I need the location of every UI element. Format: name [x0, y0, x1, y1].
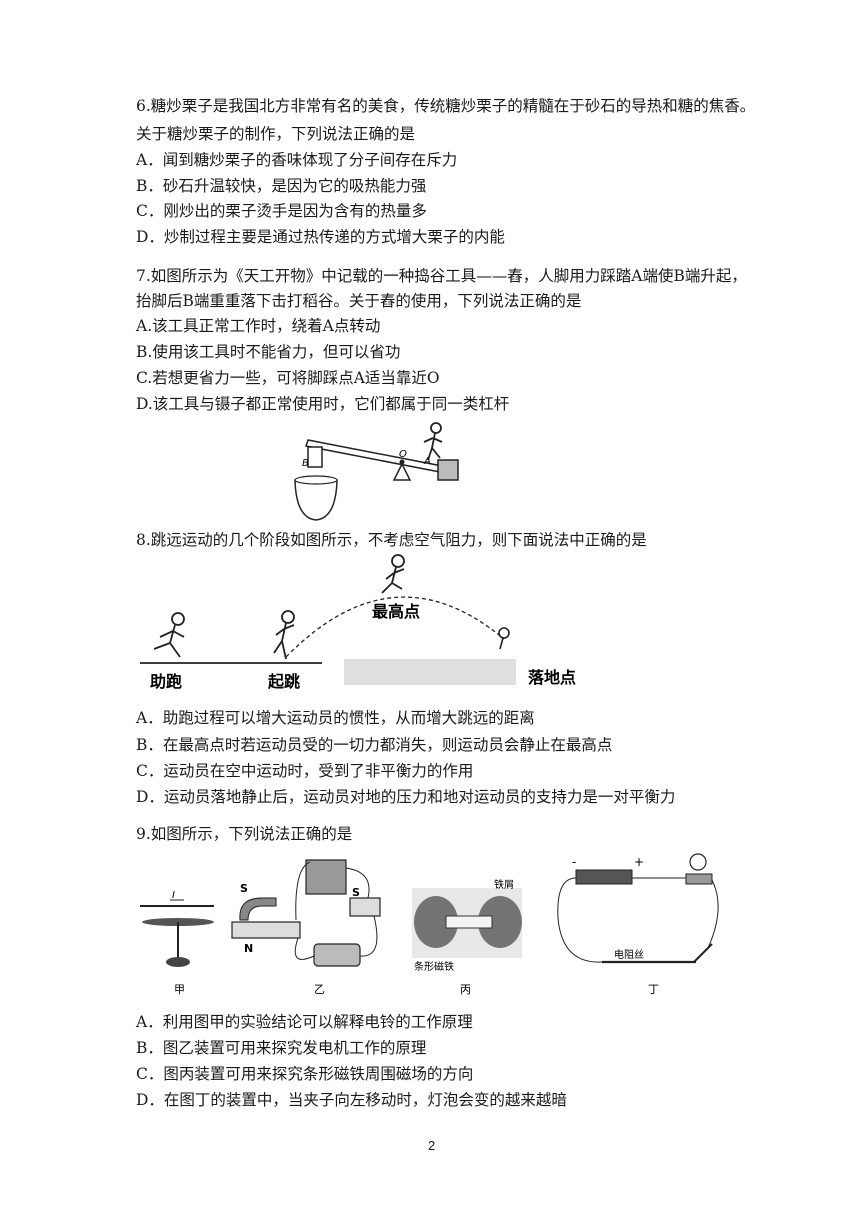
label-wire: 电阻丝	[614, 948, 644, 961]
yi-wires	[294, 861, 378, 960]
fulcrum	[392, 462, 412, 481]
clip	[693, 943, 713, 963]
switch	[349, 897, 381, 917]
label-iron: 铁屑	[494, 878, 514, 891]
q9-four-panel-figure: I 甲 S N S 乙 铁屑 条形磁铁 丙	[140, 853, 719, 996]
ding-wires	[557, 877, 719, 963]
q8-option-a: A．助跑过程可以增大运动员的惯性，从而增大跳远的距离	[136, 709, 535, 727]
battery-box	[305, 859, 347, 895]
landing-figure	[498, 627, 510, 650]
label-switch-s: S	[352, 886, 360, 899]
q9-stem: 9.如图所示，下列说法正确的是	[136, 825, 353, 843]
q6-option-c: C．刚炒出的栗子烫手是因为含有的热量多	[136, 202, 427, 220]
label-magnet: 条形磁铁	[414, 960, 454, 973]
pestle-head	[307, 446, 323, 468]
filings-right-pole	[478, 896, 522, 948]
ding-battery	[575, 869, 633, 885]
label-plus: +	[634, 855, 644, 869]
q7-stem-line2: 抬脚后B端重重落下击打稻谷。关于舂的使用，下列说法正确的是	[136, 292, 582, 310]
person-stick-figure	[423, 422, 443, 461]
q9-option-c: C．图丙装置可用来探究条形磁铁周围磁场的方向	[136, 1065, 474, 1083]
apex-figure	[381, 554, 405, 594]
takeoff-figure	[273, 610, 295, 660]
q7-option-b: B.使用该工具时不能省力，但可以省功	[136, 343, 401, 361]
panel-jia: I 甲	[140, 890, 214, 996]
q8-stem: 8.跳远运动的几个阶段如图所示，不考虑空气阻力，则下面说法中正确的是	[136, 531, 647, 549]
pivot-point	[399, 459, 405, 465]
q7-stem-line1: 7.如图所示为《天工开物》中记载的一种捣谷工具——舂，人脚用力踩踏A端使B端升起…	[136, 267, 747, 285]
label-a: A	[423, 456, 431, 467]
q7-option-a: A.该工具正常工作时，绕着A点转动	[136, 317, 381, 335]
q9-option-d: D．在图丁的装置中，当夹子向左移动时，灯泡会变的越来越暗	[136, 1091, 567, 1109]
bowl-rim	[294, 475, 338, 485]
label-b: B	[302, 458, 309, 469]
runner-figure	[153, 612, 185, 658]
grain-bowl	[294, 479, 338, 521]
q7-option-c: C.若想更省力一些，可将脚踩点A适当靠近O	[136, 369, 440, 387]
panel-ding: - + 电阻丝 丁	[557, 853, 719, 996]
q7-lever-figure: B O A	[294, 422, 459, 521]
label-n: N	[244, 942, 253, 955]
caption-ding: 丁	[648, 983, 659, 996]
panel-yi: S N S 乙	[231, 859, 381, 996]
bar-magnet	[445, 915, 493, 929]
label-jump: 起跳	[267, 672, 300, 691]
q9-option-b: B．图乙装置可用来探究发电机工作的原理	[136, 1039, 427, 1057]
q8-long-jump-figure: 最高点 助跑 起跳 落地点	[140, 554, 576, 691]
jump-trajectory	[285, 596, 505, 658]
bulb	[689, 853, 707, 871]
base-board	[231, 921, 301, 939]
q6-stem-line2: 关于糖炒栗子的制作，下列说法正确的是	[136, 125, 416, 143]
label-minus: -	[572, 855, 576, 869]
caption-yi: 乙	[314, 983, 325, 996]
label-o: O	[399, 449, 407, 460]
support-block	[437, 459, 459, 481]
caption-bing: 丙	[460, 983, 471, 996]
label-s-top: S	[240, 882, 248, 895]
page-number: 2	[428, 1138, 436, 1153]
q6-option-d: D．炒制过程主要是通过热传递的方式增大栗子的内能	[136, 228, 505, 246]
q8-option-c: C．运动员在空中运动时，受到了非平衡力的作用	[136, 762, 474, 780]
q8-option-d: D．运动员落地静止后，运动员对地的压力和地对运动员的支持力是一对平衡力	[136, 788, 676, 806]
rheostat	[313, 943, 361, 967]
q6-option-a: A．闻到糖炒栗子的香味体现了分子间存在斥力	[136, 151, 458, 169]
q7-option-d: D.该工具与镊子都正常使用时，它们都属于同一类杠杆	[136, 395, 510, 413]
q9-option-a: A．利用图甲的实验结论可以解释电铃的工作原理	[136, 1013, 473, 1031]
bulb-holder	[685, 873, 713, 885]
label-current: I	[172, 890, 175, 901]
u-magnet	[239, 897, 277, 921]
filings-left-pole	[414, 896, 458, 948]
label-land: 落地点	[528, 668, 576, 687]
q8-option-b: B．在最高点时若运动员受的一切力都消失，则运动员会静止在最高点	[136, 736, 613, 754]
q6-option-b: B．砂石升温较快，是因为它的吸热能力强	[136, 177, 427, 195]
label-run: 助跑	[150, 672, 182, 691]
stand-base	[166, 957, 190, 967]
panel-bing: 铁屑 条形磁铁 丙	[412, 878, 522, 996]
sand-pit	[344, 659, 516, 685]
caption-jia: 甲	[174, 983, 185, 996]
q6-stem-line1: 6.糖炒栗子是我国北方非常有名的美食，传统糖炒栗子的精髓在于砂石的导热和糖的焦香…	[136, 97, 756, 115]
label-top: 最高点	[372, 602, 420, 621]
lever-beam	[305, 439, 443, 473]
